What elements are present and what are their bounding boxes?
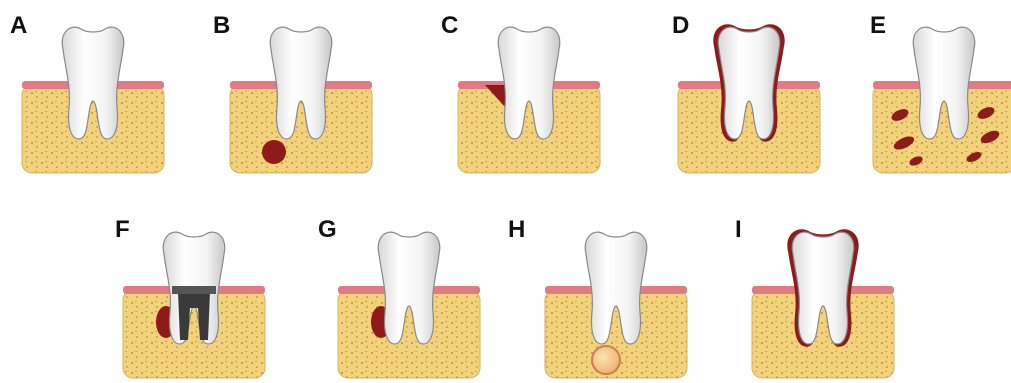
panel-label-h: H — [508, 218, 525, 242]
panel-f — [123, 232, 265, 378]
panel-d — [678, 24, 820, 173]
panel-label-e: E — [870, 14, 886, 38]
crown-margin — [172, 286, 216, 294]
panel-c — [458, 27, 600, 173]
apical-lesion — [262, 140, 286, 164]
panel-label-g: G — [318, 218, 337, 242]
panel-label-b: B — [213, 14, 230, 38]
panel-g — [338, 232, 480, 378]
panel-i — [752, 229, 894, 378]
panel-h — [545, 232, 687, 378]
panel-label-a: A — [10, 14, 27, 38]
apical-nodule — [592, 346, 620, 374]
panel-label-i: I — [735, 218, 742, 242]
panel-b — [230, 27, 372, 173]
panel-a — [22, 27, 164, 173]
panel-e — [873, 27, 1011, 173]
panel-label-f: F — [115, 218, 130, 242]
panel-label-c: C — [441, 14, 458, 38]
panel-label-d: D — [672, 14, 689, 38]
